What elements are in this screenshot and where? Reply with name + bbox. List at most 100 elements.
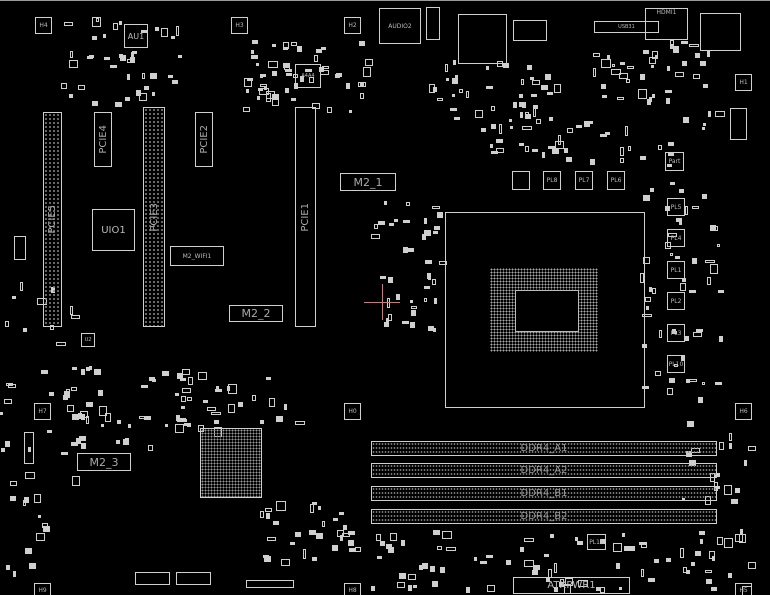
smd-pad	[718, 290, 725, 294]
inductor-pl7[interactable]: PL7	[575, 171, 593, 190]
header-bottom-1[interactable]	[135, 572, 170, 585]
smd-pad	[651, 64, 655, 68]
smd-pad	[714, 110, 725, 117]
connector-audio2[interactable]: AUDIO2	[379, 8, 421, 44]
inductor-pl8[interactable]: PL8	[543, 171, 561, 190]
connector-header[interactable]	[426, 7, 440, 40]
hole-h1[interactable]: H1	[735, 74, 752, 91]
header-bottom-2[interactable]	[176, 572, 211, 585]
hole-h8[interactable]: H8	[344, 583, 361, 595]
chip-uio1[interactable]: UIO1	[92, 209, 135, 251]
slot-pcie3[interactable]: PCIE3	[143, 107, 165, 327]
smd-pad	[523, 538, 534, 543]
smd-pad	[676, 218, 683, 223]
smd-pad	[5, 564, 10, 570]
slot-m2-3[interactable]: M2_3	[77, 453, 131, 471]
smd-pad	[348, 548, 356, 553]
smd-pad	[0, 448, 5, 453]
smd-pad	[655, 54, 658, 59]
connector-atxpwr1[interactable]: ATXPWR1	[513, 577, 630, 594]
hole-h5[interactable]: H5	[735, 583, 752, 595]
smd-pad	[187, 376, 193, 385]
smd-pad	[496, 147, 505, 153]
smd-pad	[266, 537, 276, 542]
chip-part[interactable]: Part	[665, 152, 684, 171]
slot-m2-wifi1[interactable]: M2_WIFI1	[170, 246, 224, 266]
chipset-bga[interactable]	[200, 428, 262, 498]
smd-pad	[79, 435, 87, 441]
inductor[interactable]	[512, 171, 530, 190]
smd-pad	[242, 107, 250, 113]
smd-pad	[648, 56, 656, 64]
smd-pad	[431, 278, 436, 285]
dimm-ddr4-b1[interactable]: DDR4_B1	[371, 486, 717, 501]
smd-pad	[686, 378, 691, 383]
smd-pad	[595, 586, 601, 591]
connector-usb[interactable]	[513, 20, 547, 41]
smd-pad	[640, 155, 647, 160]
smd-pad	[485, 86, 493, 90]
hole-h6[interactable]: H6	[735, 403, 752, 420]
smd-pad	[428, 325, 435, 331]
connector-usb31[interactable]: USB31	[594, 21, 659, 33]
smd-pad	[336, 72, 343, 77]
inductor-pl11[interactable]: PL11	[587, 534, 606, 550]
smd-pad	[25, 472, 36, 480]
smd-pad	[465, 90, 469, 98]
slot-pcie1[interactable]: PCIE1	[295, 107, 316, 327]
connector-hdmi1[interactable]: HDMI1	[645, 8, 688, 40]
smd-pad	[260, 510, 265, 518]
hole-h0[interactable]: H0	[344, 403, 361, 420]
smd-pad	[649, 286, 653, 292]
header-bottom-3[interactable]	[246, 580, 294, 588]
slot-pcie4[interactable]: PCIE4	[94, 112, 112, 167]
smd-pad	[24, 548, 32, 555]
inductor-pl1[interactable]: PL1	[667, 261, 685, 279]
header-left-2[interactable]	[24, 432, 34, 464]
smd-pad	[679, 189, 685, 194]
smd-pad	[424, 217, 428, 224]
inductor-pl4[interactable]: PL4	[667, 229, 685, 247]
connector-dp[interactable]	[700, 13, 741, 51]
chip-au1[interactable]: AU1	[124, 24, 148, 48]
hole-h9[interactable]: H9	[34, 583, 51, 595]
smd-pad	[9, 480, 17, 486]
smd-pad	[486, 65, 490, 70]
hole-h2[interactable]: H2	[344, 17, 361, 34]
inductor-pl2[interactable]: PL2	[667, 292, 685, 310]
chip-u2[interactable]: U2	[81, 333, 95, 347]
hole-h7[interactable]: H7	[34, 403, 51, 420]
dimm-ddr4-a1[interactable]: DDR4_A1	[371, 441, 717, 456]
inductor-pl5[interactable]: PL5	[667, 198, 685, 216]
dimm-ddr4-a2[interactable]: DDR4_A2	[371, 463, 717, 478]
hole-h4[interactable]: H4	[35, 17, 52, 34]
slot-pcie5[interactable]: PCIE5	[43, 112, 62, 327]
smd-pad	[250, 50, 254, 55]
smd-pad	[284, 88, 289, 94]
slot-pcie2[interactable]: PCIE2	[195, 112, 213, 167]
slot-m2-1[interactable]: M2_1	[340, 173, 396, 191]
slot-m2-2[interactable]: M2_2	[229, 305, 283, 322]
smd-pad	[70, 51, 74, 59]
inductor-pl10[interactable]: PL10	[667, 355, 685, 373]
smd-pad	[246, 89, 250, 94]
dimm-ddr4-b2[interactable]: DDR4_B2	[371, 509, 717, 524]
smd-pad	[628, 545, 635, 551]
smd-pad	[553, 586, 558, 592]
inductor-pl3[interactable]: PL3	[667, 324, 685, 342]
header-left[interactable]	[14, 236, 26, 260]
hole-h3[interactable]: H3	[231, 17, 248, 34]
connector-lan[interactable]	[458, 14, 507, 64]
cpu-socket[interactable]	[445, 212, 645, 408]
smd-pad	[386, 318, 390, 325]
smd-pad	[719, 442, 725, 451]
smd-pad	[445, 547, 456, 552]
smd-pad	[290, 42, 297, 47]
smd-pad	[304, 69, 312, 73]
chip-a4a4[interactable]: A4A4	[295, 64, 321, 88]
smd-pad	[503, 62, 510, 68]
smd-pad	[174, 393, 179, 397]
inductor-pl6[interactable]: PL6	[607, 171, 625, 190]
connector-header-right[interactable]	[730, 108, 747, 140]
